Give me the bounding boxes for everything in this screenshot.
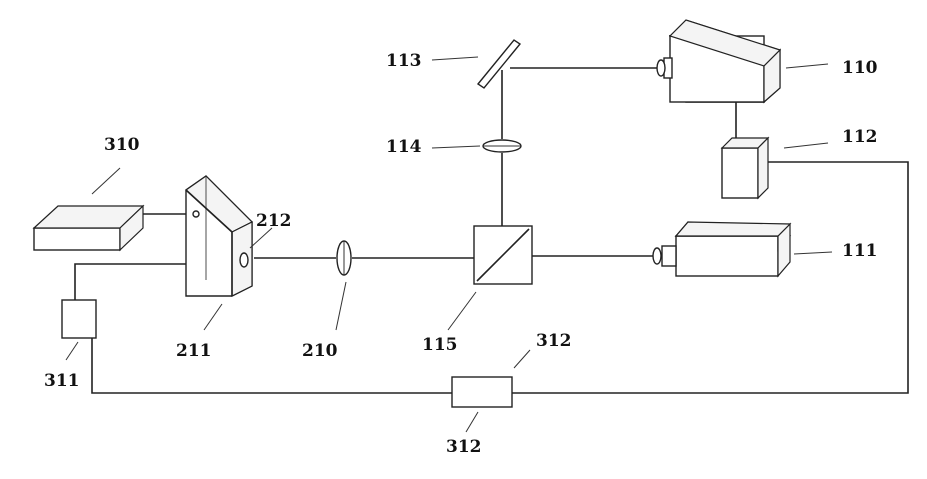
window-212 xyxy=(240,253,248,267)
prism-211-port xyxy=(193,211,199,217)
label-114: 114 xyxy=(386,137,422,157)
device-312 xyxy=(452,377,512,407)
label-312-bottom: 312 xyxy=(446,437,482,457)
device-112-body xyxy=(722,148,758,198)
camera-111-lens xyxy=(653,248,661,264)
lens-114 xyxy=(483,140,521,152)
label-212: 212 xyxy=(256,211,292,231)
label-211: 211 xyxy=(176,341,212,361)
device-311 xyxy=(62,300,96,338)
prism-211 xyxy=(186,176,252,296)
camera-111-body xyxy=(676,236,778,276)
camera-110 xyxy=(657,20,780,102)
label-110: 110 xyxy=(842,58,878,78)
device-310-front xyxy=(34,228,120,250)
wire-312-to-112 xyxy=(512,162,908,393)
label-115: 115 xyxy=(422,335,458,355)
camera-111-lens-mount xyxy=(662,246,676,266)
mirror-113-body xyxy=(478,40,520,88)
mirror-113 xyxy=(478,40,520,88)
device-112 xyxy=(722,138,768,198)
label-312-top: 312 xyxy=(536,331,572,351)
wire-311-to-312 xyxy=(92,338,452,393)
label-311: 311 xyxy=(44,371,80,391)
label-112: 112 xyxy=(842,127,878,147)
device-310 xyxy=(34,206,143,250)
label-210: 210 xyxy=(302,341,338,361)
camera-110-lens xyxy=(657,60,665,76)
camera-111 xyxy=(653,222,790,276)
label-310: 310 xyxy=(104,135,140,155)
label-113: 113 xyxy=(386,51,422,71)
label-111: 111 xyxy=(842,241,878,261)
lens-210 xyxy=(337,241,351,275)
wire-prism-to-311 xyxy=(75,264,186,300)
beamsplitter-115 xyxy=(474,226,532,284)
